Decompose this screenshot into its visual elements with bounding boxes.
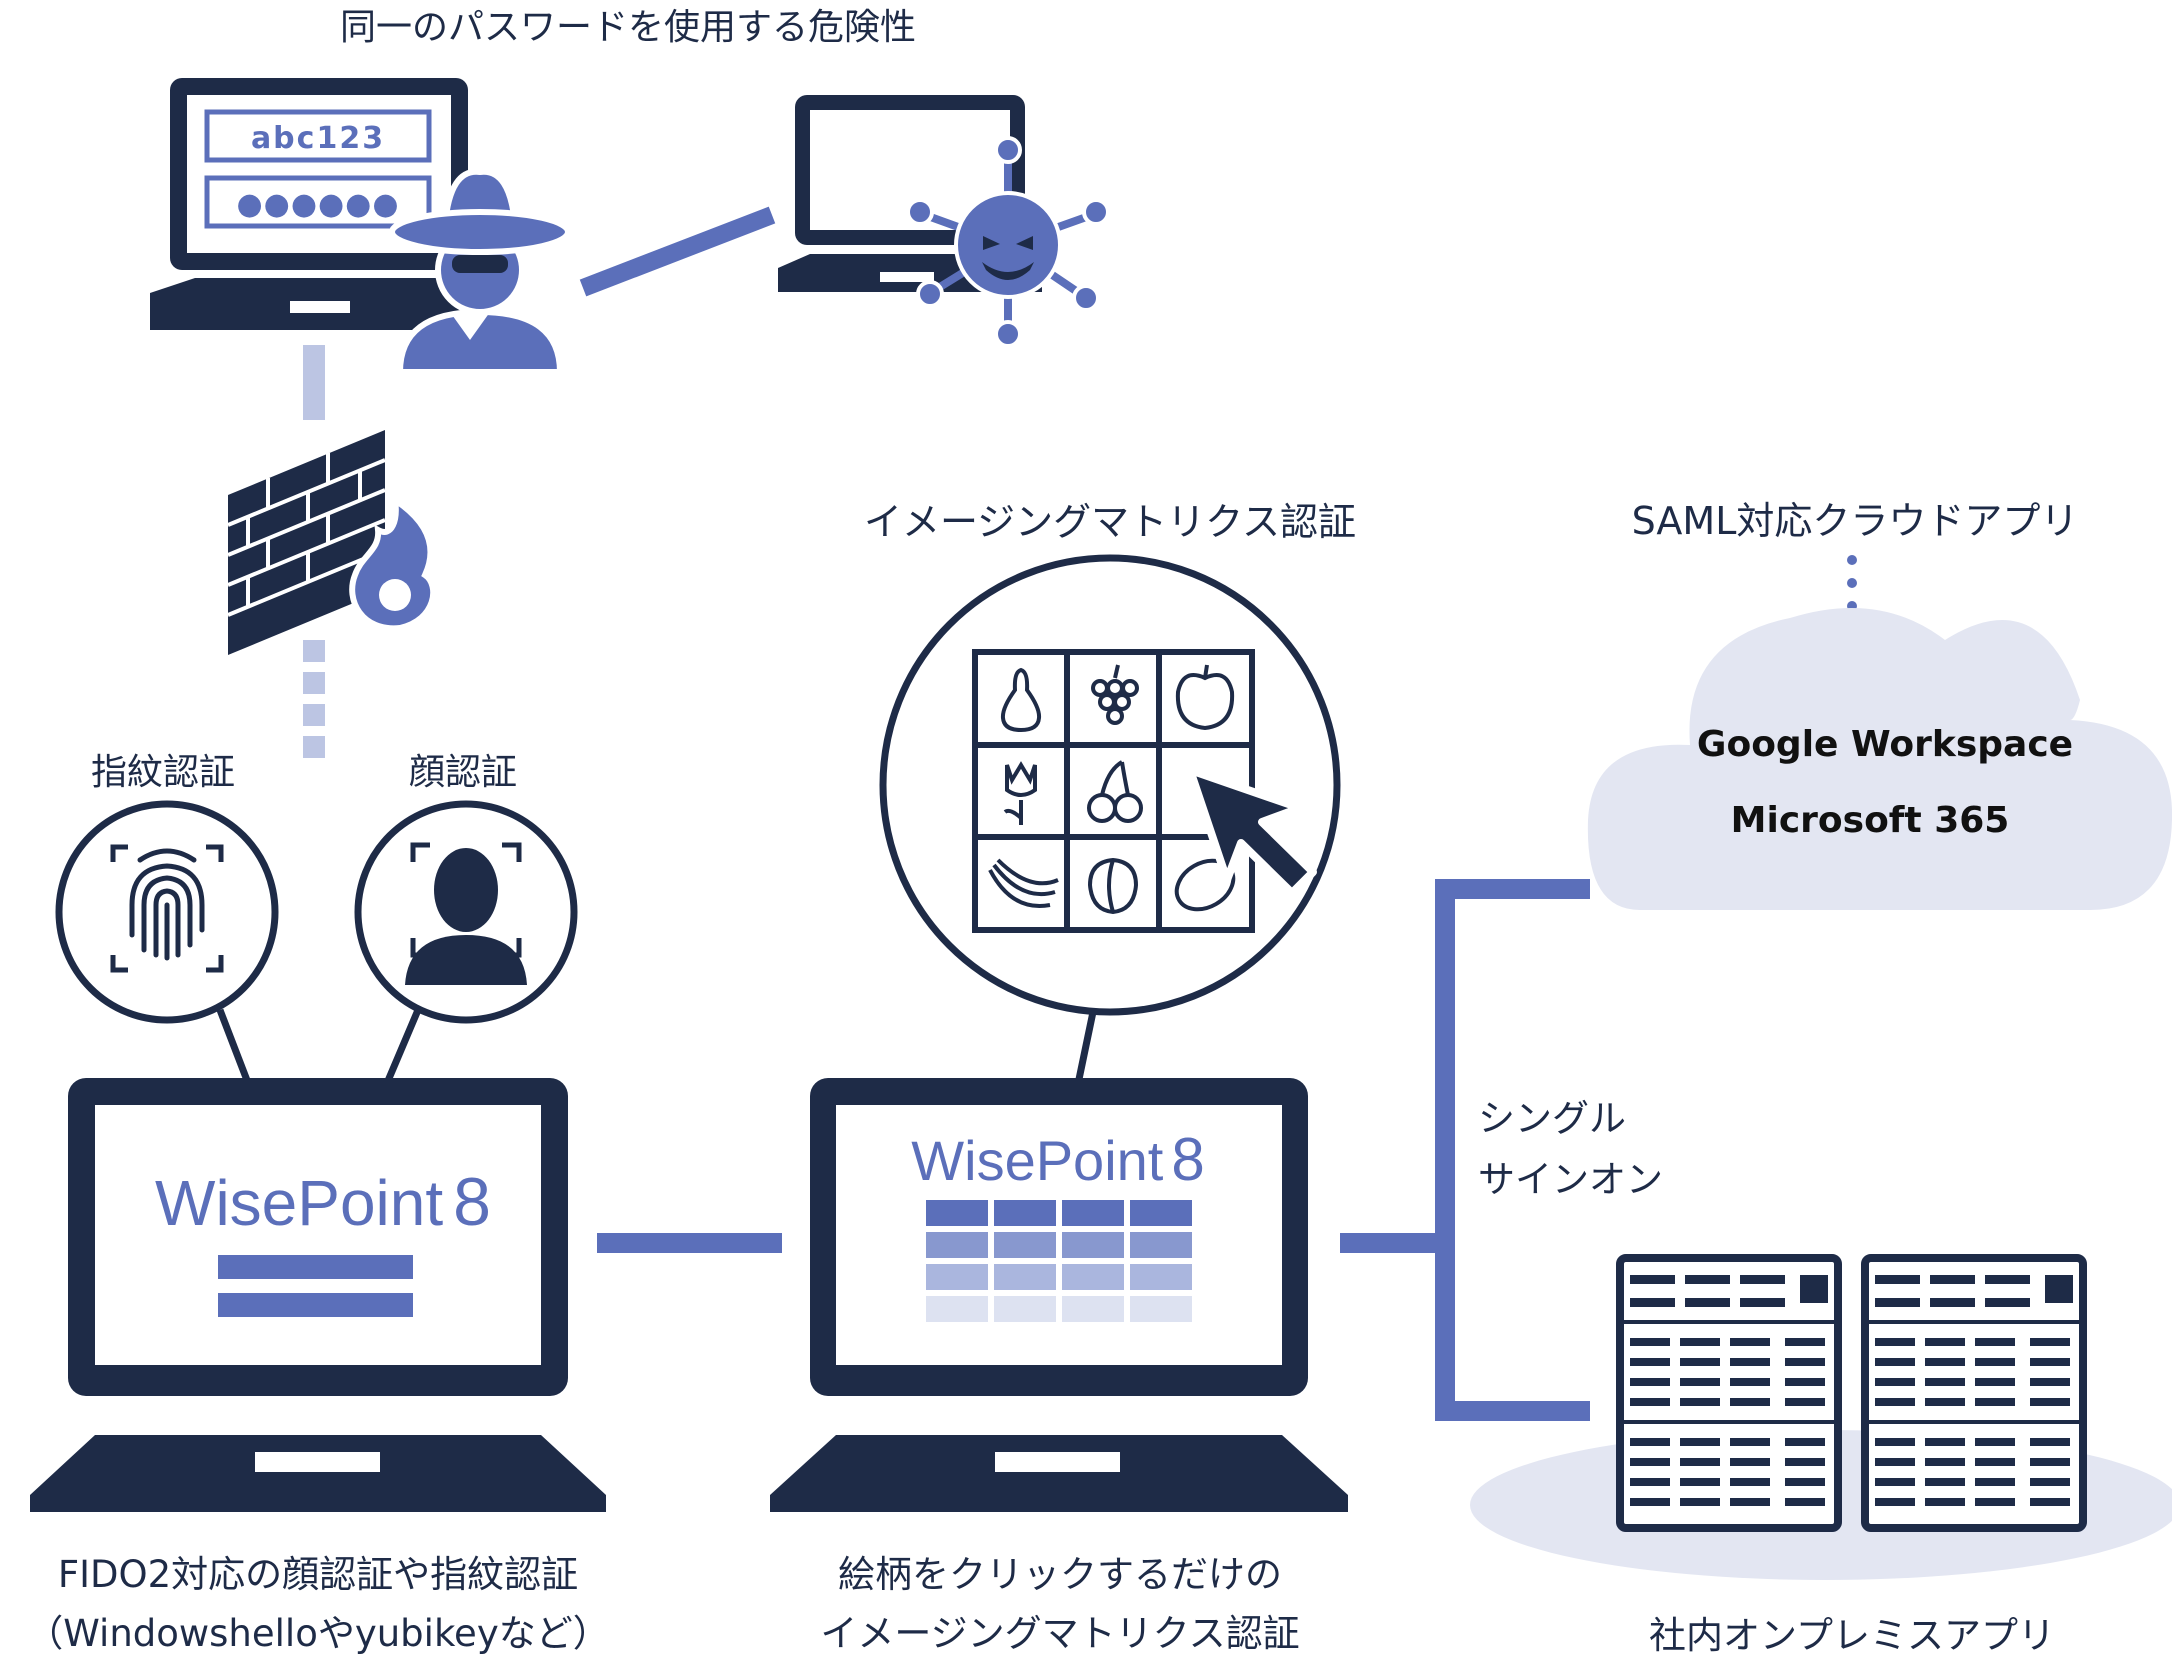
product-name: WisePoint [911, 1129, 1164, 1192]
matrix-caption-line2: イメージングマトリクス認証 [820, 1612, 1300, 1656]
on-premises-servers [1470, 1254, 2172, 1580]
tulip-icon [1003, 761, 1037, 825]
username-text: abc123 [251, 121, 385, 156]
product-version: 8 [1171, 1126, 1204, 1193]
fire-icon [349, 493, 437, 632]
cherry-icon [1087, 760, 1143, 823]
imaging-matrix-bubble [879, 554, 1341, 1016]
laptop-fido [30, 1078, 606, 1512]
face-icon [405, 848, 527, 985]
banana-icon [988, 858, 1059, 908]
page-title: 同一のパスワードを使用する危険性 [339, 7, 917, 48]
peach-icon [1087, 857, 1139, 915]
fingerprint-icon [129, 848, 205, 961]
apple-icon [1175, 664, 1235, 731]
fingerprint-label: 指紋認証 [90, 752, 236, 793]
cloud-app-google: Google Workspace [1696, 724, 2074, 765]
cloud-icon [1587, 607, 2172, 910]
matrix-table [926, 1200, 1192, 1322]
fido-caption-line1: FIDO2対応の顔認証や指紋認証 [57, 1553, 579, 1596]
sso-label: シングル サインオン [1478, 1088, 1663, 1210]
credential-fields [204, 109, 432, 229]
connection-lines [216, 206, 1857, 1421]
face-label: 顔認証 [408, 752, 518, 793]
product-version: 8 [453, 1164, 491, 1240]
fido-caption-line2: （Windowshelloやyubikeyなど） [26, 1612, 610, 1656]
product-name: WisePoint [155, 1167, 443, 1239]
onprem-caption: 社内オンプレミスアプリ [1649, 1614, 2055, 1657]
matrix-caption-line1: 絵柄をクリックするだけの [838, 1553, 1282, 1596]
matrix-caption: 絵柄をクリックするだけの イメージングマトリクス認証 [820, 1545, 1299, 1658]
server-icon [1616, 1254, 1842, 1532]
cursor-icon [1186, 766, 1317, 897]
firewall-icon [227, 430, 386, 655]
face-bubble [354, 800, 578, 1024]
imaging-matrix-label: イメージングマトリクス認証 [863, 500, 1357, 544]
virus-icon [906, 136, 1110, 348]
sso-label-line2: サインオン [1478, 1158, 1663, 1202]
cloud-app-microsoft: Microsoft 365 [1730, 800, 2010, 841]
fido-caption: FIDO2対応の顔認証や指紋認証 （Windowshelloやyubikeyなど… [26, 1545, 609, 1658]
sso-label-line1: シングル [1478, 1097, 1626, 1140]
fingerprint-bubble [55, 800, 279, 1024]
grapes-icon [1091, 664, 1139, 725]
server-icon [1861, 1254, 2087, 1532]
password-mask: ●●●●●● [236, 187, 399, 222]
hacker-icon [389, 168, 571, 375]
pear-icon [1000, 667, 1042, 733]
laptop-matrix [770, 1078, 1348, 1512]
saml-apps-label: SAML対応クラウドアプリ [1631, 499, 2079, 543]
